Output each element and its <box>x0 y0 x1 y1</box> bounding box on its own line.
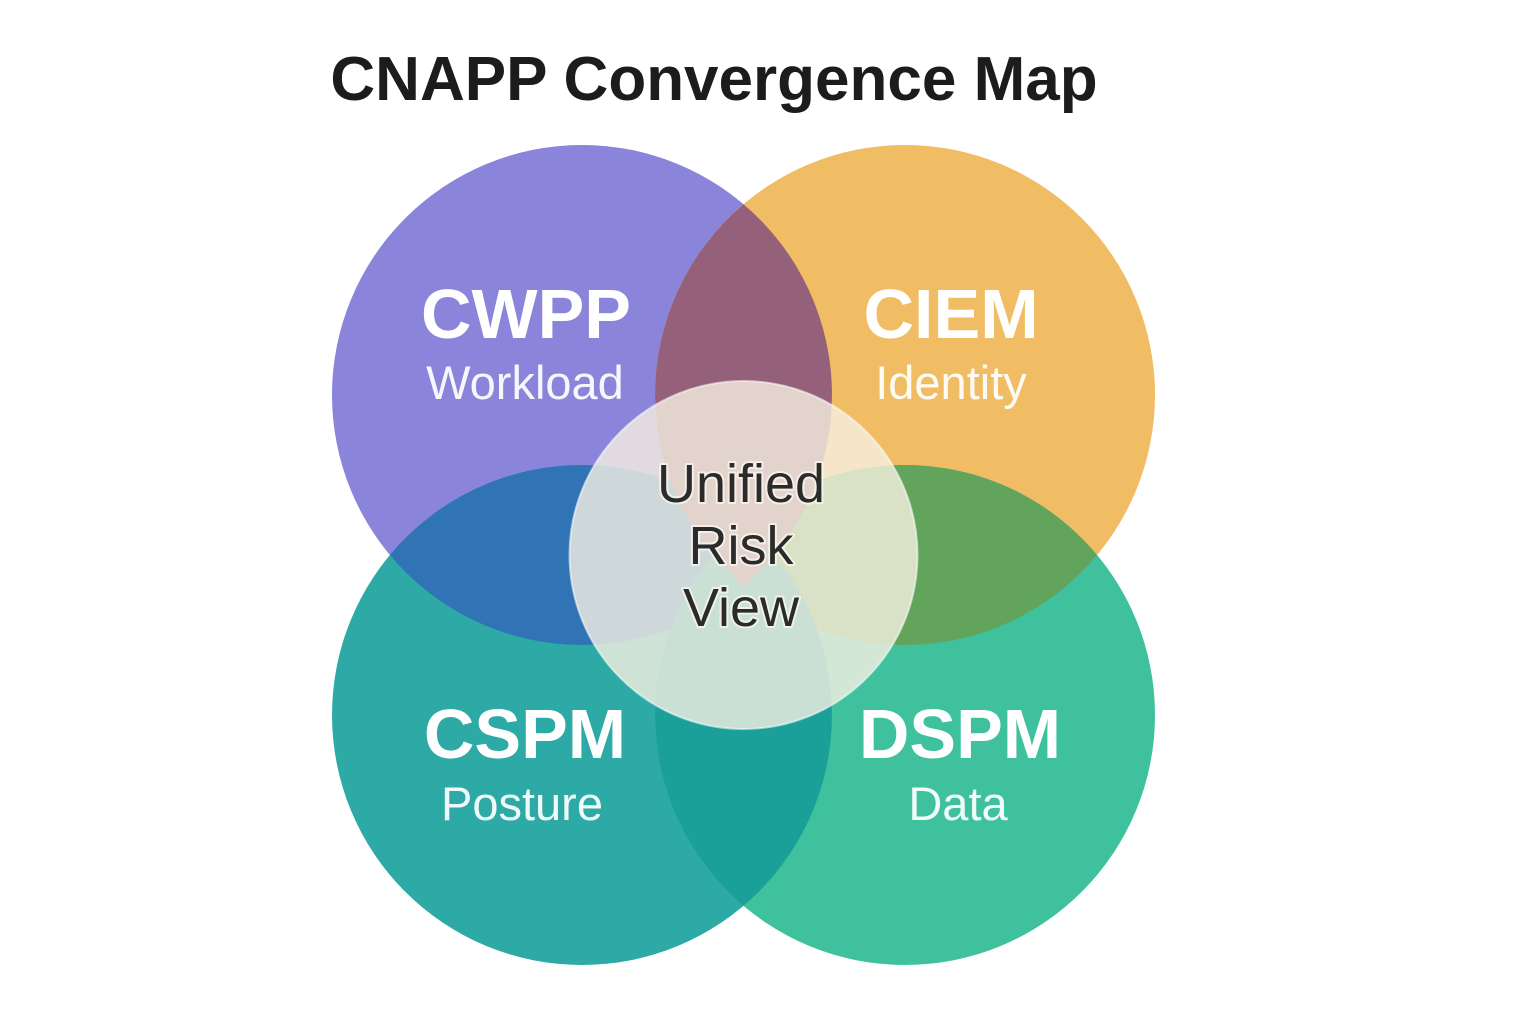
unified-center-circle <box>568 380 919 730</box>
dspm-acronym-label: DSPM <box>859 695 1061 773</box>
center-label-line-2: Risk <box>689 516 795 576</box>
ciem-acronym-label: CIEM <box>864 275 1039 353</box>
cwpp-sublabel: Workload <box>426 356 624 409</box>
cwpp-acronym-label: CWPP <box>421 275 631 353</box>
cspm-sublabel: Posture <box>441 777 603 830</box>
center-label-line-3: View <box>683 578 800 638</box>
cspm-acronym-label: CSPM <box>424 695 626 773</box>
center-label-line-1: Unified <box>657 454 825 514</box>
ciem-sublabel: Identity <box>875 356 1027 409</box>
page-title: CNAPP Convergence Map <box>330 45 1097 114</box>
dspm-sublabel: Data <box>908 777 1008 830</box>
